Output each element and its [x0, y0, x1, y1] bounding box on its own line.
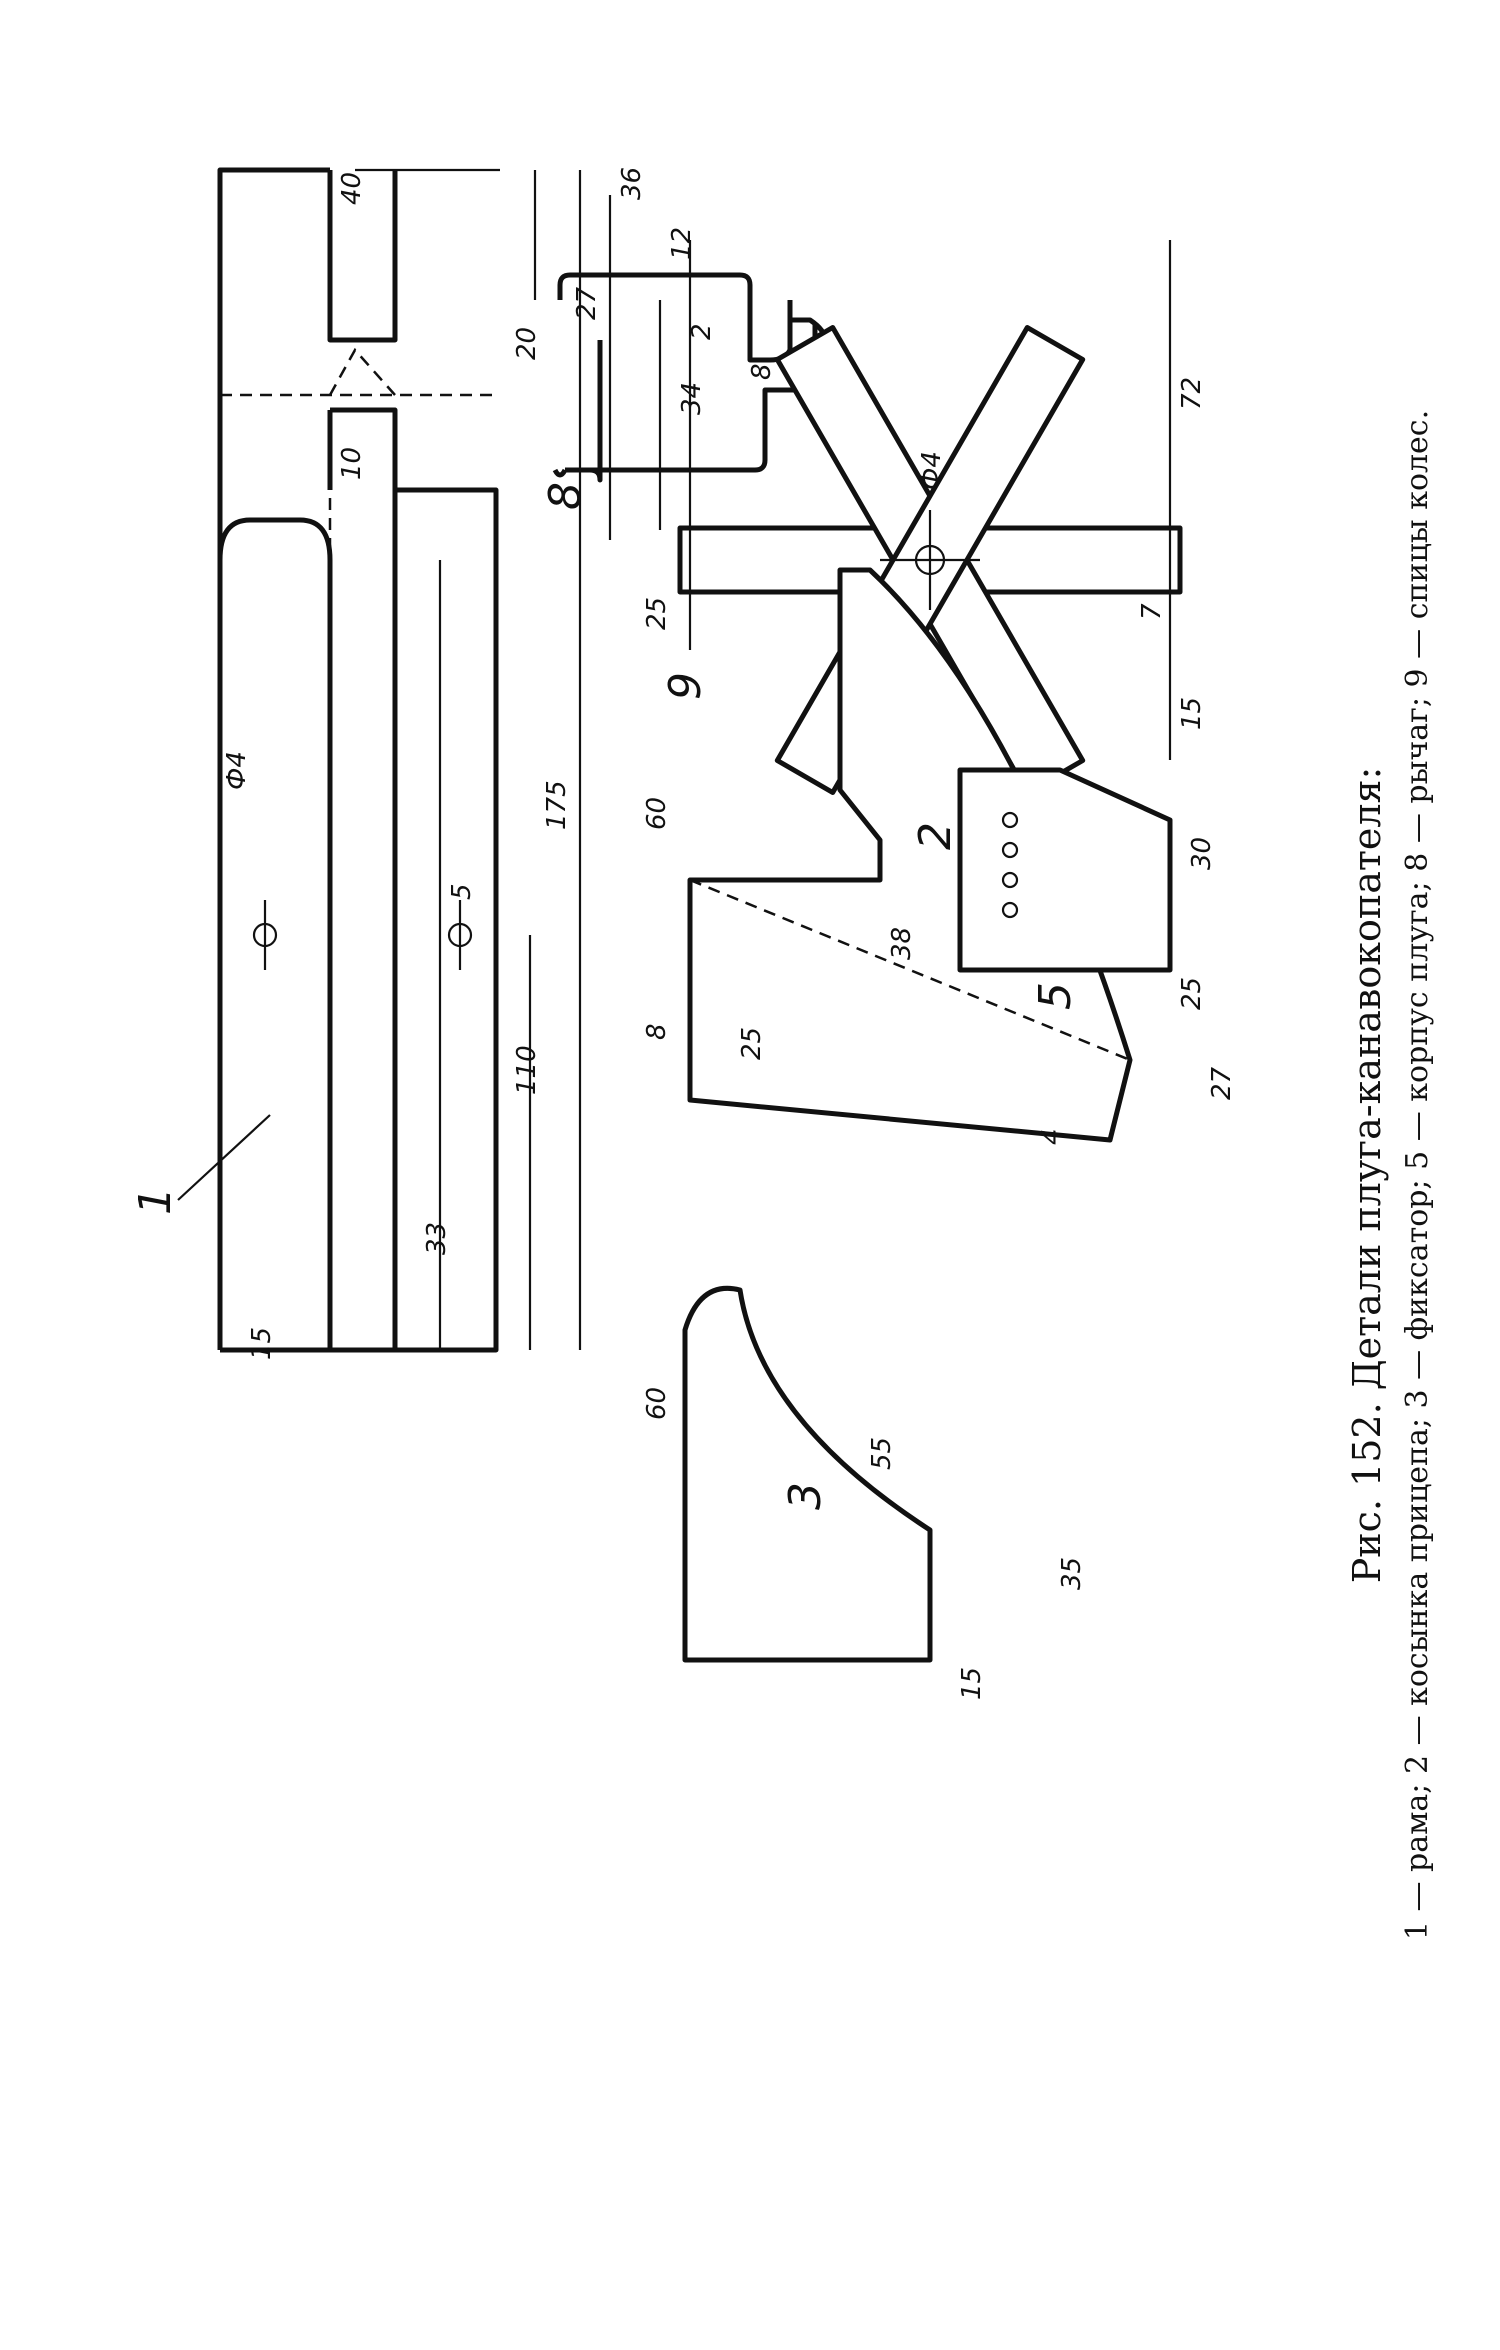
frame-dim: 33 — [422, 1222, 452, 1255]
spokes-dim: 8 — [747, 363, 777, 380]
frame-dim-line — [355, 168, 582, 1350]
frame-dim: 110 — [512, 1045, 542, 1095]
frame-dim: Ф4 — [222, 751, 252, 790]
body-dim: 25 — [737, 1027, 767, 1060]
body-label: 5 — [1030, 982, 1081, 1010]
gusset-hole — [1001, 811, 1019, 829]
spokes-dim: 7 — [1137, 603, 1167, 620]
gusset-hole — [1001, 901, 1019, 919]
frame-dim: 20 — [512, 327, 542, 360]
body-dim: 25 — [642, 597, 672, 630]
body-dim: 38 — [887, 927, 917, 960]
body-outline — [687, 567, 1133, 1143]
spokes-dim: 72 — [1177, 377, 1207, 410]
part-frame: 1 175 110 33 20 10 5 Ф4 40 15 — [130, 167, 582, 1360]
figure-caption: Рис. 152. Детали плуга-канавокопателя: — [1345, 766, 1389, 1584]
part-lever: 8 36 27 2 34 12 — [540, 167, 828, 540]
spokes-dim: Ф4 — [917, 451, 947, 490]
latch-dim: 55 — [867, 1437, 897, 1470]
lever-body — [552, 340, 603, 483]
spokes-label: 9 — [660, 672, 711, 700]
frame-edge — [220, 407, 398, 1353]
frame-dim: 10 — [337, 447, 367, 480]
gusset-dim: 25 — [1177, 977, 1207, 1010]
body-dim: 8 — [642, 1023, 672, 1040]
frame-edge — [395, 487, 499, 1353]
lever-dim: 34 — [677, 382, 707, 415]
frame-dim: 15 — [247, 1327, 277, 1360]
body-dim: 27 — [1207, 1066, 1237, 1100]
body-dim: 4 — [1037, 1128, 1067, 1145]
latch-label: 3 — [780, 1482, 831, 1510]
frame-edge — [217, 167, 330, 1350]
frame-slot — [328, 347, 396, 396]
frame-hidden-line — [328, 490, 397, 1350]
part-body: 5 25 60 8 38 25 27 4 — [642, 567, 1237, 1145]
frame-leader — [177, 1114, 271, 1201]
frame-label: 1 — [130, 1187, 181, 1215]
part-latch: 3 60 55 35 15 — [642, 1285, 1087, 1700]
latch-dim: 15 — [957, 1667, 987, 1700]
frame-edge — [327, 170, 398, 343]
gusset-label: 2 — [910, 822, 961, 850]
latch-outline — [682, 1285, 933, 1663]
latch-dim: 35 — [1057, 1557, 1087, 1590]
lever-dim: 27 — [572, 286, 602, 320]
frame-notch — [217, 517, 333, 561]
lever-dim: 12 — [667, 227, 697, 260]
frame-dim: 5 — [447, 883, 477, 900]
frame-dim: 40 — [337, 172, 367, 205]
part-gusset: 2 30 25 15 — [910, 697, 1217, 1010]
gusset-outline — [957, 767, 1173, 973]
gusset-dim: 30 — [1187, 837, 1217, 870]
frame-dim: 175 — [542, 780, 572, 830]
lever-dim: 2 — [687, 323, 717, 340]
gusset-hole — [1001, 871, 1019, 889]
gusset-dim: 15 — [1177, 697, 1207, 730]
latch-dim: 60 — [642, 1387, 672, 1420]
lever-label: 8 — [540, 482, 591, 510]
figure-legend: 1 — рама; 2 — косынка прицепа; 3 — фикса… — [1400, 409, 1435, 1941]
body-dim: 60 — [642, 797, 672, 830]
gusset-hole — [1001, 841, 1019, 859]
lever-dim: 36 — [617, 167, 647, 200]
